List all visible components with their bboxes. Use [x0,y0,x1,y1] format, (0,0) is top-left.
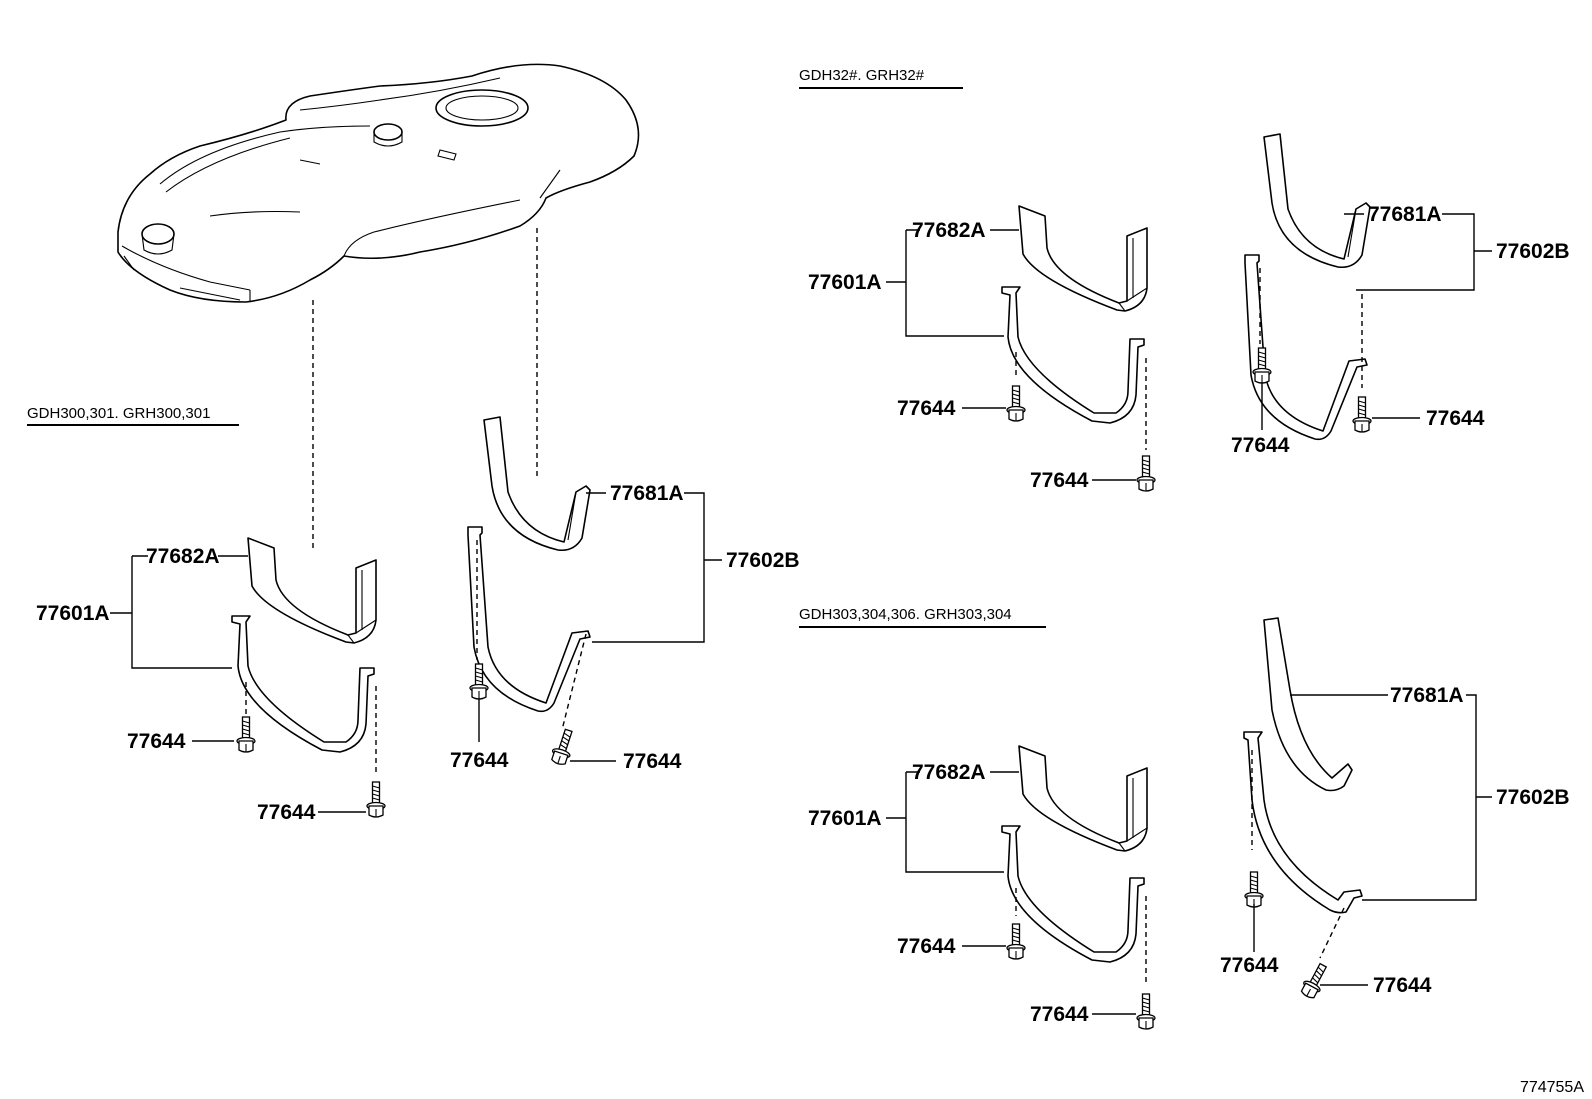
illustration-id: 774755A [1520,1079,1584,1096]
part-label-bolt: 77644 [1030,469,1089,492]
part-label-band-sub-front: 77682A [146,545,220,568]
part-label-bolt: 77644 [1373,974,1432,997]
part-label-band-sub-front: 77682A [912,219,986,242]
top-right-group [886,133,1492,492]
part-label-band-assy-rear: 77602B [726,549,800,572]
part-label-band-assy-rear: 77602B [1496,786,1570,809]
part-label-band-sub-front: 77682A [912,761,986,784]
part-label-band-assy-rear: 77602B [1496,240,1570,263]
bottom-right-group [886,617,1492,1030]
fuel-tank [117,63,640,303]
part-label-bolt: 77644 [257,801,316,824]
part-label-bolt: 77644 [127,730,186,753]
part-label-band-sub-rear: 77681A [610,482,684,505]
part-label-band-assy-front: 77601A [36,602,110,625]
part-label-bolt: 77644 [1231,434,1290,457]
part-label-band-assy-front: 77601A [808,807,882,830]
part-label-band-assy-front: 77601A [808,271,882,294]
rear-band-tall [1243,731,1363,914]
variant-label-left: GDH300,301. GRH300,301 [27,405,210,422]
part-label-band-sub-rear: 77681A [1390,684,1464,707]
part-label-bolt: 77644 [1426,407,1485,430]
part-label-bolt: 77644 [1030,1003,1089,1026]
variant-label-top-right: GDH32#. GRH32# [799,67,925,84]
part-label-bolt: 77644 [623,750,682,773]
part-label-bolt: 77644 [897,397,956,420]
part-label-bolt: 77644 [450,749,509,772]
part-label-band-sub-rear: 77681A [1368,203,1442,226]
variant-label-bottom-right: GDH303,304,306. GRH303,304 [799,606,1012,623]
part-label-bolt: 77644 [1220,954,1279,977]
part-label-bolt: 77644 [897,935,956,958]
left-group [110,416,722,818]
rear-sub-band-tall [1263,617,1353,792]
